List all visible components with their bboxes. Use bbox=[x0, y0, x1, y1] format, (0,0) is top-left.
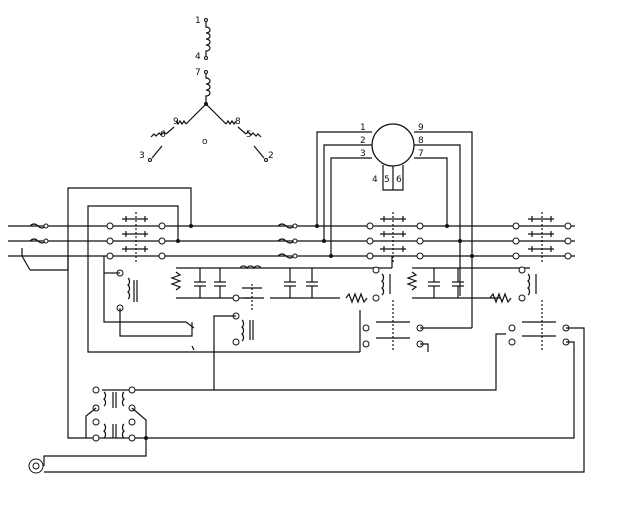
star-point-symbol: o bbox=[202, 137, 208, 147]
motor-label-8: 8 bbox=[418, 136, 424, 146]
signal-lamp bbox=[28, 458, 44, 474]
lower-contactor-right bbox=[44, 300, 585, 473]
motor-label-9: 9 bbox=[418, 123, 424, 133]
capacitor-bank bbox=[170, 265, 392, 310]
motor: 1 9 2 8 3 7 4 5 6 bbox=[316, 123, 473, 328]
motor-label-1: 1 bbox=[360, 123, 366, 133]
winding-label-6: 6 bbox=[160, 130, 166, 140]
motor-label-4: 4 bbox=[372, 175, 378, 185]
coil-9-left bbox=[175, 119, 187, 126]
lamp-inner bbox=[32, 462, 40, 470]
coil-8-right bbox=[225, 119, 237, 126]
winding-label-1: 1 bbox=[195, 16, 201, 26]
winding-label-7: 7 bbox=[195, 68, 201, 78]
motor-label-3: 3 bbox=[360, 149, 366, 159]
capacitor-bank-right bbox=[406, 266, 537, 304]
coil-6-3 bbox=[150, 131, 167, 138]
coil-1-4 bbox=[205, 22, 211, 56]
coil-5-2 bbox=[245, 131, 262, 138]
winding-label-8: 8 bbox=[235, 117, 241, 127]
motor-label-7: 7 bbox=[418, 149, 424, 159]
winding-label-5: 5 bbox=[246, 130, 252, 140]
winding-label-4: 4 bbox=[195, 52, 201, 62]
contactor-middle bbox=[366, 212, 424, 262]
transformer-stack bbox=[43, 386, 148, 466]
star-winding: 1 4 7 9 8 6 5 3 2 o bbox=[139, 16, 274, 162]
motor-label-5: 5 bbox=[384, 175, 390, 185]
control-wiring-left bbox=[21, 187, 360, 439]
motor-label-6: 6 bbox=[396, 175, 402, 185]
supply-lines bbox=[8, 223, 575, 259]
motor-circle bbox=[371, 123, 415, 167]
winding-label-3: 3 bbox=[139, 151, 145, 161]
motor-label-2: 2 bbox=[360, 136, 366, 146]
winding-label-2: 2 bbox=[268, 151, 274, 161]
coil-7-star bbox=[205, 74, 211, 104]
lower-contactor-middle bbox=[359, 300, 472, 352]
misc-links bbox=[67, 256, 393, 274]
aux-relay bbox=[213, 312, 254, 390]
contactor-right bbox=[512, 212, 572, 262]
contactor-left bbox=[106, 212, 166, 262]
